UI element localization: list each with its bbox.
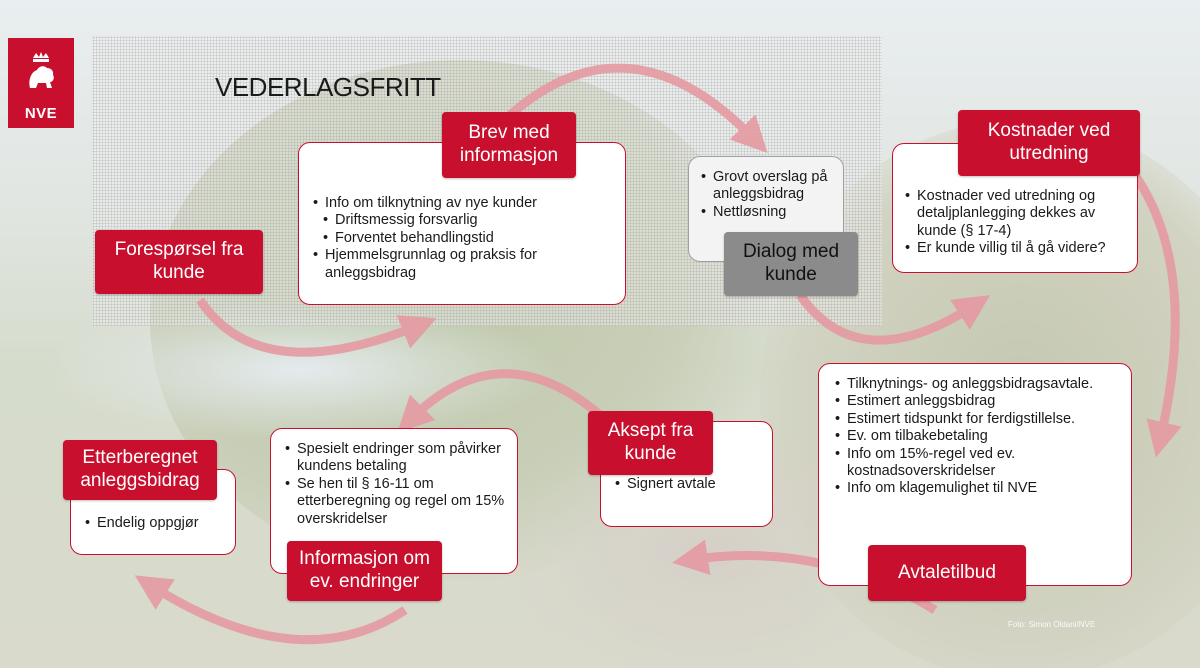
arrow-to-brev xyxy=(196,297,437,357)
dialog-item: Nettløsning xyxy=(701,204,835,222)
arrow-to-avtaletilbud xyxy=(1131,172,1182,458)
page-title: VEDERLAGSFRITT xyxy=(215,72,441,102)
label-dialog-text: Dialog med kunde xyxy=(742,241,840,285)
kostnader-item: Er kunde villig til å gå videre? xyxy=(905,240,1127,258)
kostnader-item: Kostnader ved utredning og detaljplanleg… xyxy=(905,188,1127,240)
avtaletilbud-item: Estimert tidspunkt for ferdigstillelse. xyxy=(835,411,1121,429)
brev-item: Forventet behandlingstid xyxy=(323,230,613,248)
arrow-to-informasjon xyxy=(397,369,603,433)
arrow-to-dialog xyxy=(507,63,768,153)
brev-item: Hjemmelsgrunnlag og praksis for anleggsb… xyxy=(313,247,613,282)
informasjon-item: Spesielt endringer som påvirker kundens … xyxy=(285,441,509,476)
label-brev: Brev med informasjon xyxy=(442,112,576,178)
arrow-to-etterberegnet xyxy=(134,575,408,645)
label-avtaletilbud: Avtaletilbud xyxy=(868,545,1026,601)
label-informasjon-text: Informasjon om ev. endringer xyxy=(299,548,430,592)
avtaletilbud-item: Info om klagemulighet til NVE xyxy=(835,480,1121,498)
label-aksept-text: Aksept fra kunde xyxy=(607,420,694,464)
label-dialog: Dialog med kunde xyxy=(724,232,858,296)
label-informasjon: Informasjon om ev. endringer xyxy=(287,541,442,601)
label-etterberegnet-text: Etterberegnet anleggsbidrag xyxy=(80,447,200,491)
avtaletilbud-item: Tilknytnings- og anleggsbidragsavtale. xyxy=(835,376,1121,394)
lion-crown-icon xyxy=(29,52,54,88)
brev-item: Driftsmessig forsvarlig xyxy=(323,212,613,230)
informasjon-item: Se hen til § 16-11 om etterberegning og … xyxy=(285,476,509,528)
label-brev-text: Brev med informasjon xyxy=(459,122,559,166)
label-aksept: Aksept fra kunde xyxy=(588,411,713,475)
nve-logo: NVE xyxy=(8,38,74,128)
label-foresporsel-text: Forespørsel fra kunde xyxy=(114,239,244,283)
brev-item: Info om tilknytning av nye kunder xyxy=(313,195,613,213)
photo-credit: Foto: Simon Oldani/NVE xyxy=(1008,620,1096,629)
label-kostnader-text: Kostnader ved utredning xyxy=(987,120,1111,164)
label-kostnader: Kostnader ved utredning xyxy=(958,110,1140,176)
etterberegnet-item: Endelig oppgjør xyxy=(85,515,227,533)
avtaletilbud-item: Info om 15%-regel ved ev. kostnadsoversk… xyxy=(835,446,1121,481)
logo-text: NVE xyxy=(24,105,58,122)
label-avtaletilbud-text: Avtaletilbud xyxy=(898,561,996,583)
label-foresporsel: Forespørsel fra kunde xyxy=(95,230,263,294)
dialog-item: Grovt overslag på anleggsbidrag xyxy=(701,169,835,204)
avtaletilbud-item: Ev. om tilbakebetaling xyxy=(835,428,1121,446)
aksept-item: Signert avtale xyxy=(615,476,764,494)
arrow-to-kostnader xyxy=(796,292,991,345)
label-etterberegnet: Etterberegnet anleggsbidrag xyxy=(63,440,217,500)
avtaletilbud-item: Estimert anleggsbidrag xyxy=(835,393,1121,411)
